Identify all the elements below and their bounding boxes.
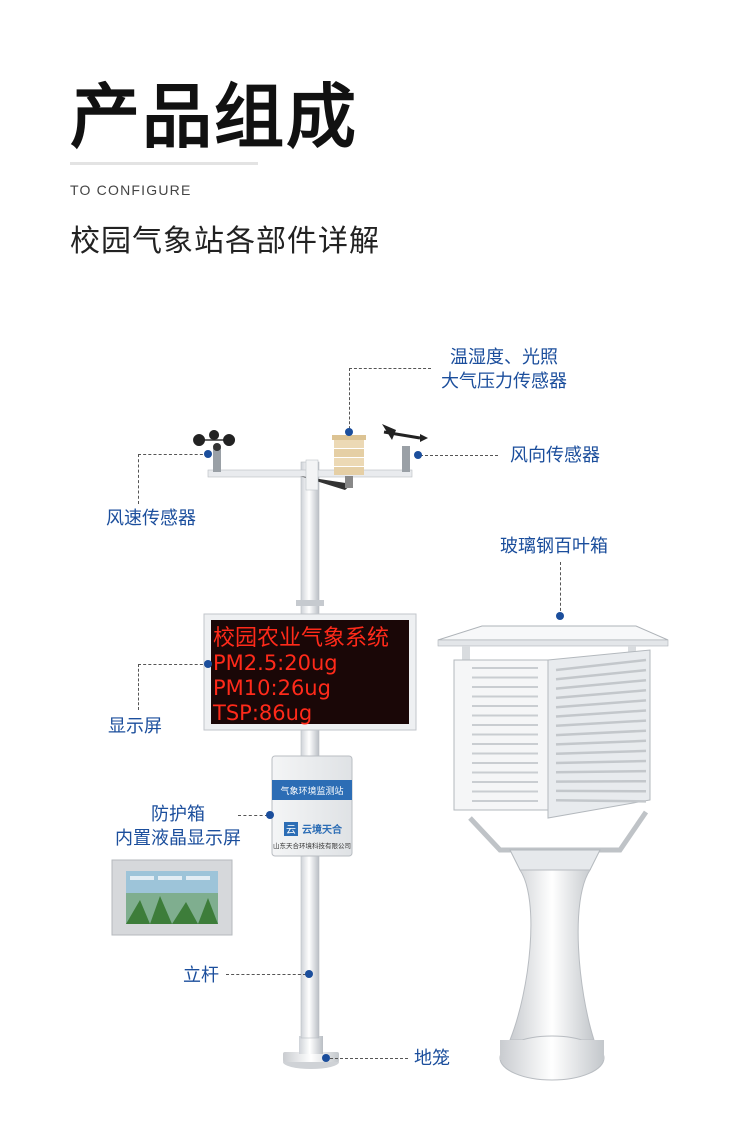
dot-protective-box	[266, 811, 274, 819]
box-brand-text: 云境天合	[302, 823, 343, 836]
lcd-screen-photo	[111, 859, 233, 936]
title-underline	[70, 162, 258, 165]
dot-pole	[305, 970, 313, 978]
protective-box	[271, 755, 353, 857]
temp-humidity-shield	[332, 435, 366, 488]
section-eyebrow: TO CONFIGURE	[70, 182, 192, 198]
box-header-text: 气象环境监测站	[280, 785, 343, 797]
label-wind-speed: 风速传感器	[106, 508, 196, 529]
label-temp-humidity-line2: 大气压力传感器	[441, 371, 567, 392]
led-line-1: 校园农业气象系统	[213, 626, 389, 651]
leader-display-h	[138, 664, 208, 665]
label-temp-humidity: 温湿度、光照 大气压力传感器	[420, 346, 588, 394]
leader-temp-humidity-v	[349, 368, 350, 434]
leader-protective-box	[238, 815, 268, 816]
page-title: 产品组成	[70, 76, 358, 158]
label-protective-box-line1: 防护箱	[151, 804, 205, 825]
label-louver-box: 玻璃钢百叶箱	[500, 536, 608, 557]
label-display-screen: 显示屏	[108, 716, 162, 737]
led-line-3: PM10:26ug	[213, 676, 331, 700]
dot-wind-direction	[414, 451, 422, 459]
label-ground-cage: 地笼	[414, 1048, 450, 1069]
ground-cage-base	[283, 1036, 339, 1069]
dot-wind-speed	[204, 450, 212, 458]
cross-arm	[207, 459, 413, 491]
anemometer	[193, 430, 236, 472]
led-display-panel	[203, 613, 417, 731]
led-line-4: TSP:86ug	[212, 701, 312, 725]
leader-ground-cage	[330, 1058, 408, 1059]
leader-wind-speed-h	[138, 454, 208, 455]
label-temp-humidity-line1: 温湿度、光照	[450, 347, 558, 368]
louver-box	[437, 625, 669, 1081]
label-pole: 立杆	[183, 965, 219, 986]
wind-vane	[382, 424, 428, 472]
box-company-text: 山东天合环境科技有限公司	[273, 841, 351, 850]
leader-pole	[226, 974, 306, 975]
dot-ground-cage	[322, 1054, 330, 1062]
leader-temp-humidity-h	[349, 368, 431, 369]
leader-wind-speed-v	[138, 454, 139, 504]
page-subtitle: 校园气象站各部件详解	[70, 224, 380, 259]
dot-temp-humidity	[345, 428, 353, 436]
leader-wind-direction	[420, 455, 498, 456]
dot-louver-box	[556, 612, 564, 620]
leader-louver-box	[560, 562, 561, 616]
leader-display-v	[138, 664, 139, 710]
led-line-2: PM2.5:20ug	[213, 651, 338, 675]
label-protective-box: 防护箱 内置液晶显示屏	[100, 803, 256, 851]
dot-display	[204, 660, 212, 668]
louver-slats	[472, 658, 647, 803]
label-protective-box-line2: 内置液晶显示屏	[115, 828, 241, 849]
label-wind-direction: 风向传感器	[510, 445, 600, 466]
main-pole	[300, 461, 320, 1039]
box-logo-glyph: 云	[286, 825, 296, 836]
